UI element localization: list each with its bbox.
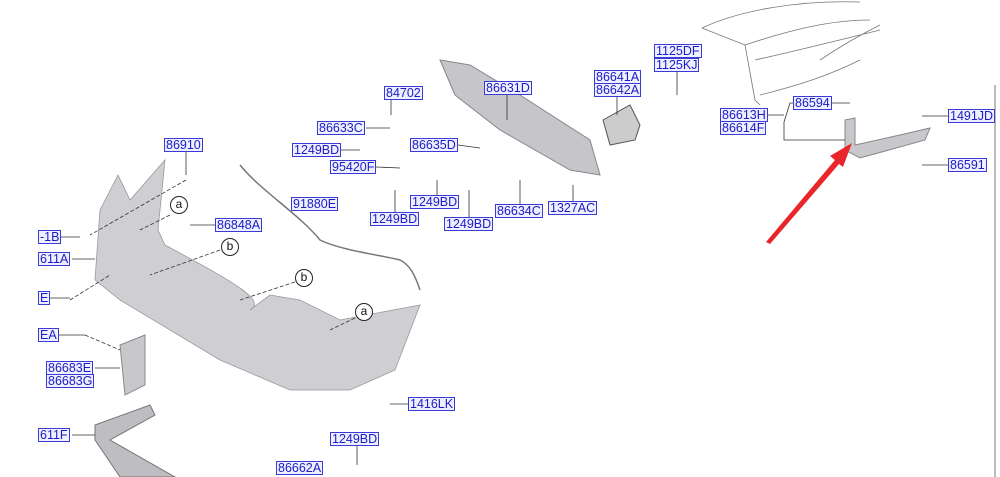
part-label[interactable]: 1249BD: [444, 217, 494, 231]
part-label[interactable]: 86631D: [484, 81, 532, 95]
wiring-harness: [239, 164, 421, 291]
part-label[interactable]: 1249BD: [370, 212, 420, 226]
part-label[interactable]: 86848A: [215, 218, 263, 232]
part-label[interactable]: 91880E: [291, 197, 339, 211]
callout-a: a: [355, 303, 373, 321]
scrollbar-edge: [994, 85, 996, 477]
part-label[interactable]: 1249BD: [330, 432, 380, 446]
part-label[interactable]: 86642A: [594, 83, 642, 97]
part-label[interactable]: 1125KJ: [654, 58, 700, 72]
part-label[interactable]: 86591: [948, 158, 987, 172]
part-label[interactable]: 86614F: [720, 121, 767, 135]
part-label[interactable]: 86613H: [720, 108, 768, 122]
part-label[interactable]: 84702: [384, 86, 423, 100]
part-label[interactable]: 86633C: [317, 121, 365, 135]
part-label[interactable]: E: [38, 291, 51, 305]
part-label[interactable]: 86641A: [594, 70, 642, 84]
quarter-panel-outline: [701, 1, 881, 106]
part-label[interactable]: -1B: [38, 230, 62, 244]
leader-lines: [46, 72, 948, 465]
bumper-cover: [94, 158, 421, 391]
mount-bracket: [119, 334, 146, 396]
part-label[interactable]: 86683E: [46, 361, 94, 375]
part-label[interactable]: 1249BD: [292, 143, 342, 157]
part-label[interactable]: 86910: [164, 138, 203, 152]
part-label[interactable]: 611F: [38, 428, 70, 442]
part-label[interactable]: 86594: [793, 96, 832, 110]
part-label[interactable]: 86683G: [46, 374, 95, 388]
part-label[interactable]: 86634C: [495, 204, 543, 218]
side-bracket: [844, 117, 931, 159]
part-label[interactable]: 1491JD: [948, 109, 996, 123]
callout-b: b: [295, 269, 313, 287]
part-label[interactable]: 1125DF: [654, 44, 702, 58]
part-label[interactable]: EA: [38, 328, 59, 342]
bracket-86641a: [602, 104, 641, 146]
impact-beam: [439, 59, 601, 176]
callout-a: a: [170, 196, 188, 214]
part-label[interactable]: 611A: [38, 252, 71, 266]
part-label[interactable]: 1327AC: [548, 201, 598, 215]
part-label[interactable]: 86662A: [276, 461, 324, 475]
part-label[interactable]: 95420F: [330, 160, 377, 174]
part-label[interactable]: 1416LK: [408, 397, 456, 411]
red-arrow: [766, 143, 852, 244]
callout-b: b: [221, 238, 239, 256]
lower-diffuser: [94, 404, 177, 477]
part-label[interactable]: 1249BD: [410, 195, 460, 209]
part-label[interactable]: 86635D: [410, 138, 458, 152]
